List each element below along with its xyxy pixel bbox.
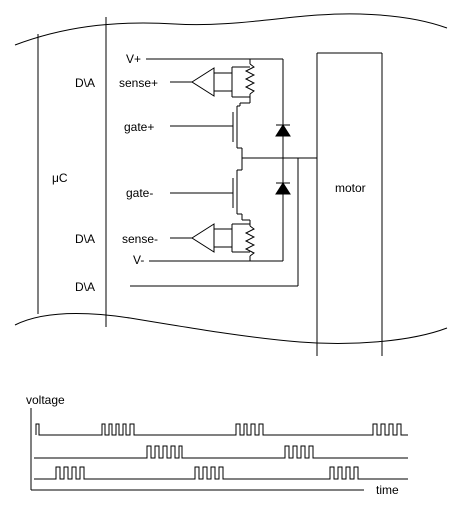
timing-xlabel: time: [376, 483, 399, 497]
da-top-label: D\A: [75, 76, 95, 90]
lower-sense-amplifier: [170, 223, 250, 253]
timing-ylabel: voltage: [26, 393, 65, 407]
mcu-label: μC: [52, 171, 68, 185]
waveform-2: [34, 445, 408, 459]
waveform-1: [35, 423, 408, 436]
top-wavy-edge: [14, 13, 448, 46]
upper-sense-amplifier: [170, 66, 250, 98]
lower-sense-resistor: [244, 220, 256, 261]
lower-freewheel-diode: [275, 182, 291, 195]
upper-freewheel-diode: [275, 124, 291, 137]
bottom-wavy-edge: [14, 313, 448, 344]
gate-plus-label: gate+: [124, 120, 154, 134]
upper-sense-resistor: [240, 59, 256, 104]
vplus-label: V+: [126, 52, 141, 66]
da-bottom-label: D\A: [75, 280, 95, 294]
da-mid-label: D\A: [75, 232, 95, 246]
vminus-label: V-: [133, 253, 144, 267]
sense-plus-label: sense+: [119, 76, 158, 90]
low-side-transistor: [170, 158, 250, 221]
high-side-transistor: [170, 103, 243, 158]
waveform-3: [34, 466, 408, 480]
motor-label: motor: [335, 181, 366, 195]
sense-minus-label: sense-: [122, 232, 158, 246]
gate-minus-label: gate-: [126, 186, 153, 200]
